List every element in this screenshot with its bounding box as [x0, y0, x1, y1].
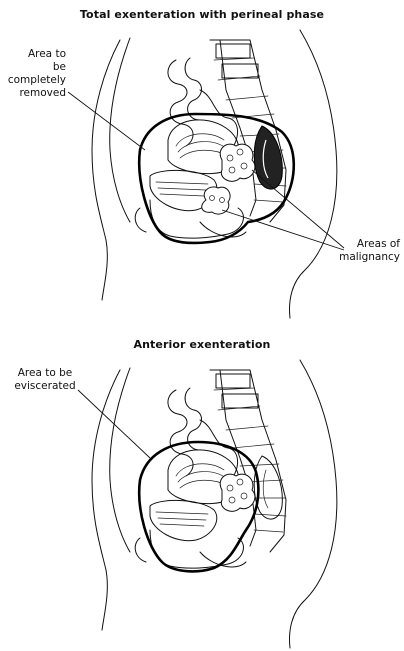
leader-line-malignancy-1	[251, 169, 345, 249]
leader-line-removal	[67, 91, 146, 151]
rectum-icon	[253, 455, 283, 520]
body-back-contour	[289, 29, 338, 319]
leader-line-evisceration	[77, 389, 151, 459]
intestine-icon	[167, 387, 238, 479]
rectum-shading	[253, 125, 283, 190]
anatomy-illustration-total	[67, 29, 345, 319]
body-back-contour	[289, 359, 338, 649]
panel-title: Total exenteration with perineal phase	[79, 8, 325, 21]
body-front-contour	[91, 369, 121, 631]
label-removal-area: Area to be completely removed	[7, 48, 66, 99]
anatomy-illustration-anterior	[77, 359, 338, 649]
label-eviscerated-area: Area to be eviscerated	[14, 367, 76, 392]
intestine-icon	[167, 57, 238, 149]
panel-anterior-exenteration: Anterior exenteration	[0, 330, 404, 651]
panel-total-exenteration: Total exenteration with perineal phase	[0, 0, 404, 320]
evisceration-outline	[137, 440, 260, 573]
body-front-contour	[91, 39, 121, 301]
removal-outline	[137, 112, 296, 245]
tumor-icon	[219, 473, 256, 512]
panel-title: Anterior exenteration	[133, 338, 271, 351]
leader-line-malignancy-2	[221, 209, 345, 251]
label-malignancy: Areas of malignancy	[339, 238, 400, 263]
bladder-icon	[149, 499, 218, 542]
tumor-icon	[201, 143, 256, 215]
